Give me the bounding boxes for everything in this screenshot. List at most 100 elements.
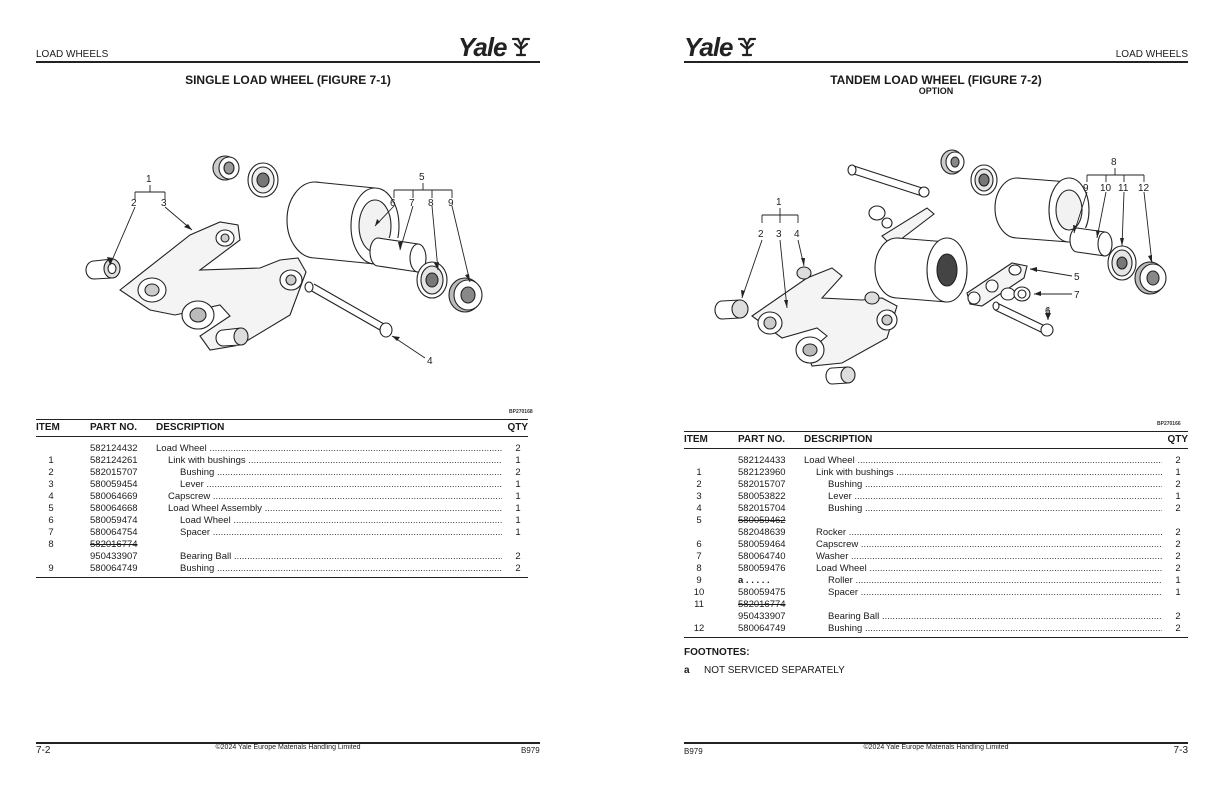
item-number: 9 <box>696 575 702 586</box>
item-number: 3 <box>48 479 54 490</box>
leader-dots: ........................................… <box>864 479 1162 490</box>
callout-6: 6 <box>390 198 396 209</box>
description-text: Bushing <box>828 623 863 634</box>
figure-subtitle: OPTION <box>918 86 954 96</box>
description: Load Wheel .............................… <box>156 443 502 455</box>
description: Bushing ................................… <box>828 479 1162 491</box>
item-number: 7 <box>696 551 702 562</box>
part-number: 582048639 <box>738 527 786 538</box>
leader-dots: ........................................… <box>206 479 502 490</box>
footer-rule <box>684 742 1188 744</box>
quantity: 2 <box>515 467 521 478</box>
footer-rule <box>36 742 540 744</box>
yale-logo: Yale <box>458 34 532 60</box>
callout-1: 1 <box>146 174 152 185</box>
description: Lever ..................................… <box>828 491 1162 503</box>
description-text: Load Wheel <box>804 455 855 466</box>
leader-dots: ........................................… <box>216 467 502 478</box>
callout-4: 4 <box>427 356 433 367</box>
callout-4: 4 <box>794 229 800 240</box>
item-number: 8 <box>48 539 54 550</box>
callout-11: 11 <box>1118 183 1129 194</box>
table-row: 950433907 Bearing Ball ..................… <box>36 551 528 563</box>
description: Bearing Ball ...........................… <box>828 611 1162 623</box>
part-number: 582124433 <box>738 455 786 466</box>
section-label: LOAD WHEELS <box>1115 49 1188 60</box>
callout-7: 7 <box>1074 290 1080 301</box>
item-number: 4 <box>48 491 54 502</box>
part-number: 580064749 <box>90 563 138 574</box>
description-text: Link with bushings <box>816 467 894 478</box>
table-row: 2 582015707 Bushing ......................… <box>36 467 528 479</box>
description: Washer .................................… <box>816 551 1162 563</box>
quantity: 2 <box>515 551 521 562</box>
description-text: Bearing Ball <box>180 551 232 562</box>
callout-9: 9 <box>1083 183 1089 194</box>
figure-code: BP270168 <box>509 409 533 415</box>
leader-dots: ........................................… <box>851 551 1162 562</box>
leader-dots: ........................................… <box>212 527 502 538</box>
part-number: 950433907 <box>90 551 138 562</box>
part-number: a . . . . . <box>738 575 770 586</box>
item-number: 12 <box>693 623 705 634</box>
part-number: 580064668 <box>90 503 138 514</box>
description-text: Lever <box>828 491 852 502</box>
figure-code: BP270166 <box>1157 421 1181 427</box>
part-number: 580053822 <box>738 491 786 502</box>
description: Spacer .................................… <box>828 587 1162 599</box>
logo-text: Yale <box>458 32 508 62</box>
leader-dots: ........................................… <box>233 551 502 562</box>
leader-dots: ........................................… <box>864 503 1162 514</box>
figure-7-2-illustration: 8 9 10 11 12 1 2 3 4 5 7 6 <box>714 149 1167 385</box>
part-number: 582015707 <box>90 467 138 478</box>
description-text: Capscrew <box>816 539 859 550</box>
part-number: 582015707 <box>738 479 786 490</box>
callout-10: 10 <box>1100 183 1112 194</box>
description-text: Spacer <box>180 527 211 538</box>
callout-5: 5 <box>419 172 425 183</box>
description: Link with bushings .....................… <box>168 455 502 467</box>
description: Load Wheel .............................… <box>804 455 1162 467</box>
col-qty: QTY <box>1167 434 1188 445</box>
quantity: 1 <box>1175 491 1181 502</box>
part-number: 580059462 <box>738 515 786 526</box>
leader-dots: ........................................… <box>896 467 1162 478</box>
doc-code: B979 <box>684 747 703 756</box>
callout-1: 1 <box>776 197 782 208</box>
quantity: 2 <box>1175 551 1181 562</box>
quantity: 2 <box>1175 503 1181 514</box>
quantity: 2 <box>515 443 521 454</box>
item-number: 2 <box>48 467 54 478</box>
part-number: 582016774 <box>738 599 786 610</box>
description-text: Roller <box>828 575 853 586</box>
description: Bushing ................................… <box>180 563 502 575</box>
description: Load Wheel .............................… <box>180 515 502 527</box>
table-row: 582048639 Rocker ........................… <box>684 527 1188 539</box>
col-desc: DESCRIPTION <box>156 422 225 433</box>
leader-dots: ........................................… <box>209 443 502 454</box>
description: Rocker .................................… <box>816 527 1162 539</box>
col-part: PART NO. <box>90 422 138 433</box>
header-rule <box>36 61 540 63</box>
callout-2: 2 <box>758 229 764 240</box>
quantity: 1 <box>515 455 521 466</box>
description: Load Wheel Assembly ....................… <box>168 503 502 515</box>
leader-dots: ........................................… <box>881 611 1162 622</box>
quantity: 1 <box>1175 587 1181 598</box>
footnotes-title: FOOTNOTES: <box>684 647 750 658</box>
callout-8: 8 <box>1111 157 1117 168</box>
description: Load Wheel .............................… <box>816 563 1162 575</box>
description: Bushing ................................… <box>180 467 502 479</box>
item-number: 1 <box>696 467 702 478</box>
leader-dots: ........................................… <box>855 575 1162 586</box>
description-text: Load Wheel Assembly <box>168 503 262 514</box>
